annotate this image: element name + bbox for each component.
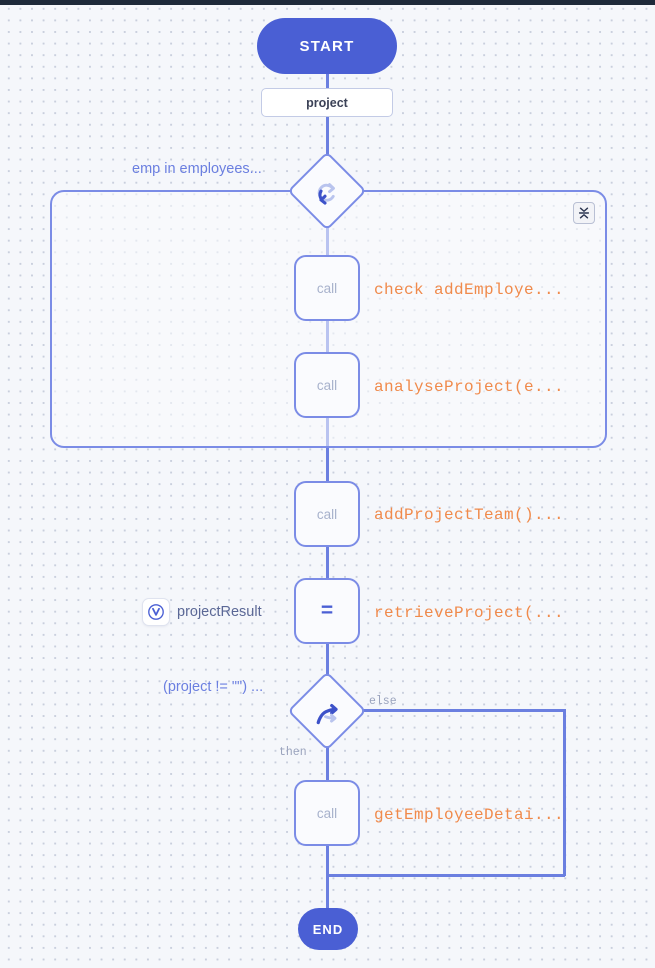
edge-call3-to-assign [326,546,329,580]
assignment-variable[interactable]: projectResult [142,598,262,626]
edge-assign-to-branch [326,643,329,686]
edge-param-to-loop [326,116,329,166]
call-code-check-addemployee[interactable]: check addEmploye... [374,281,565,299]
call-node-check-addemployee[interactable]: call [294,255,360,321]
call-node-addprojectteam[interactable]: call [294,481,360,547]
end-node[interactable]: END [298,908,358,950]
call-node-getemployeedetails[interactable]: call [294,780,360,846]
node-kind-label: call [316,805,338,821]
collapse-icon[interactable] [573,202,595,224]
assignment-node[interactable]: = [294,578,360,644]
variable-name-label: projectResult [177,604,262,620]
branch-icon [299,686,355,742]
loop-icon [299,166,355,222]
edge-else-horizontal-top [354,709,565,712]
edge-call2-to-call3 [326,417,329,483]
branch-node[interactable] [287,671,367,751]
edge-branch-then-to-call4 [326,736,329,782]
edge-else-vertical [563,709,566,876]
loop-condition-label[interactable]: emp in employees... [132,161,262,177]
node-kind-label: call [316,377,338,393]
call-code-getemployeedetails[interactable]: getEmployeeDetai... [374,806,565,824]
variable-icon [142,598,170,626]
node-kind-label: call [316,280,338,296]
call-node-analyseproject[interactable]: call [294,352,360,418]
branch-else-label: else [369,695,397,708]
edge-start-to-param [326,74,329,90]
branch-then-label: then [279,746,307,759]
assignment-code-retrieveproject[interactable]: retrieveProject(... [374,604,565,622]
loop-node[interactable] [287,151,367,231]
call-code-addprojectteam[interactable]: addProjectTeam()... [374,506,565,524]
branch-condition-label[interactable]: (project != "") ... [163,679,264,695]
start-node[interactable]: START [257,18,397,74]
edge-else-horizontal-bottom [326,874,565,877]
edge-call4-to-end [326,845,329,909]
top-bar [0,0,655,5]
node-kind-label: = [320,599,334,622]
parameter-node[interactable]: project [261,88,393,117]
call-code-analyseproject[interactable]: analyseProject(e... [374,378,565,396]
node-kind-label: call [316,506,338,522]
